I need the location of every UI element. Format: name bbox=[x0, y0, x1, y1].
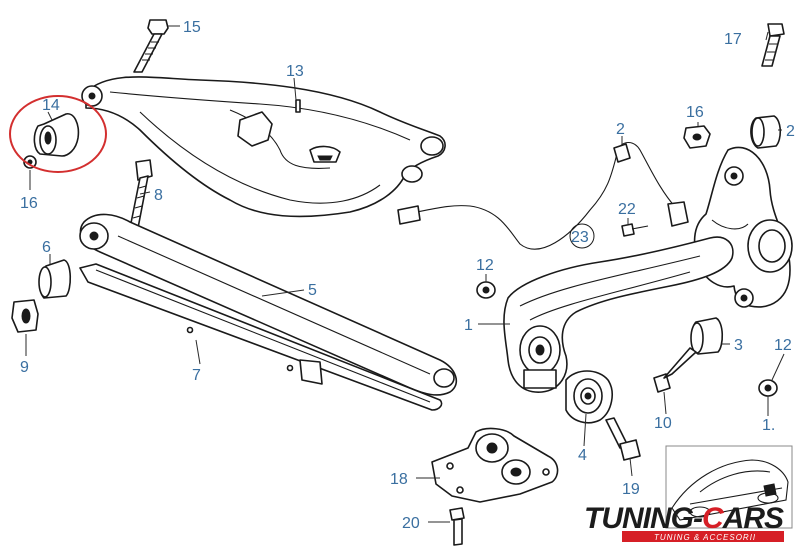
callout-2-wire: 2 bbox=[616, 121, 625, 138]
bolt-19 bbox=[605, 417, 641, 461]
callout-17: 17 bbox=[724, 31, 742, 48]
tuning-cars-logo: TUNING-CARS TUNING & ACCESORII bbox=[584, 502, 785, 542]
callout-18: 18 bbox=[390, 471, 408, 488]
mount-bracket-18 bbox=[431, 427, 559, 503]
bushing-14 bbox=[23, 113, 80, 169]
control-arm-1 bbox=[503, 236, 734, 393]
callout-20: 20 bbox=[402, 515, 420, 532]
callout-4: 4 bbox=[578, 447, 587, 464]
nut-16 bbox=[683, 125, 711, 149]
bolt-15 bbox=[133, 19, 169, 73]
callout-7: 7 bbox=[192, 367, 201, 384]
nut-9 bbox=[11, 299, 39, 333]
car-silhouette-icon bbox=[671, 459, 789, 521]
callout-15: 15 bbox=[183, 19, 201, 36]
callout-19: 19 bbox=[622, 481, 640, 498]
bolt-17 bbox=[761, 23, 785, 67]
bushing-6 bbox=[38, 259, 72, 299]
leader-lines bbox=[25, 25, 785, 523]
nut-12-right bbox=[758, 379, 778, 397]
svg-text:TUNING-CARS: TUNING-CARS bbox=[584, 502, 784, 535]
callout-22: 22 bbox=[618, 201, 636, 218]
callout-23: 23 bbox=[571, 229, 589, 246]
car-location-inset bbox=[665, 445, 793, 529]
screw-22 bbox=[621, 223, 649, 237]
guide-plate-7 bbox=[79, 263, 443, 411]
bushing-3 bbox=[690, 317, 724, 355]
bolt-20 bbox=[449, 507, 465, 546]
callout-12-left: 12 bbox=[476, 257, 494, 274]
bolt-8 bbox=[129, 159, 153, 229]
lower-link-5 bbox=[79, 213, 458, 396]
callouts: 15 13 14 16 8 6 9 5 7 2 22 23 16 17 2 12… bbox=[20, 19, 795, 532]
bushing-4 bbox=[565, 370, 613, 424]
part-23-marker bbox=[569, 223, 595, 249]
callout-9: 9 bbox=[20, 359, 29, 376]
callout-13: 13 bbox=[286, 63, 304, 80]
sensor-wire-2 bbox=[397, 141, 689, 250]
callout-5: 5 bbox=[308, 282, 317, 299]
wheel-carrier bbox=[693, 146, 793, 308]
callout-1-right: 1. bbox=[762, 417, 775, 434]
callout-10: 10 bbox=[654, 415, 672, 432]
callout-2-right: 2 bbox=[786, 123, 795, 140]
bolt-10 bbox=[653, 347, 697, 393]
highlight-ring bbox=[9, 95, 107, 173]
callout-1: 1 bbox=[464, 317, 473, 334]
logo-tagline: TUNING & ACCESORII bbox=[654, 533, 756, 542]
nut-12-left bbox=[476, 281, 496, 299]
bushing-2 bbox=[750, 115, 782, 149]
callout-16-left: 16 bbox=[20, 195, 38, 212]
callout-12-right: 12 bbox=[774, 337, 792, 354]
callout-8: 8 bbox=[154, 187, 163, 204]
upper-control-arm-13 bbox=[81, 76, 446, 218]
callout-3: 3 bbox=[734, 337, 743, 354]
callout-16-right: 16 bbox=[686, 104, 704, 121]
callout-14: 14 bbox=[42, 97, 60, 114]
callout-6: 6 bbox=[42, 239, 51, 256]
